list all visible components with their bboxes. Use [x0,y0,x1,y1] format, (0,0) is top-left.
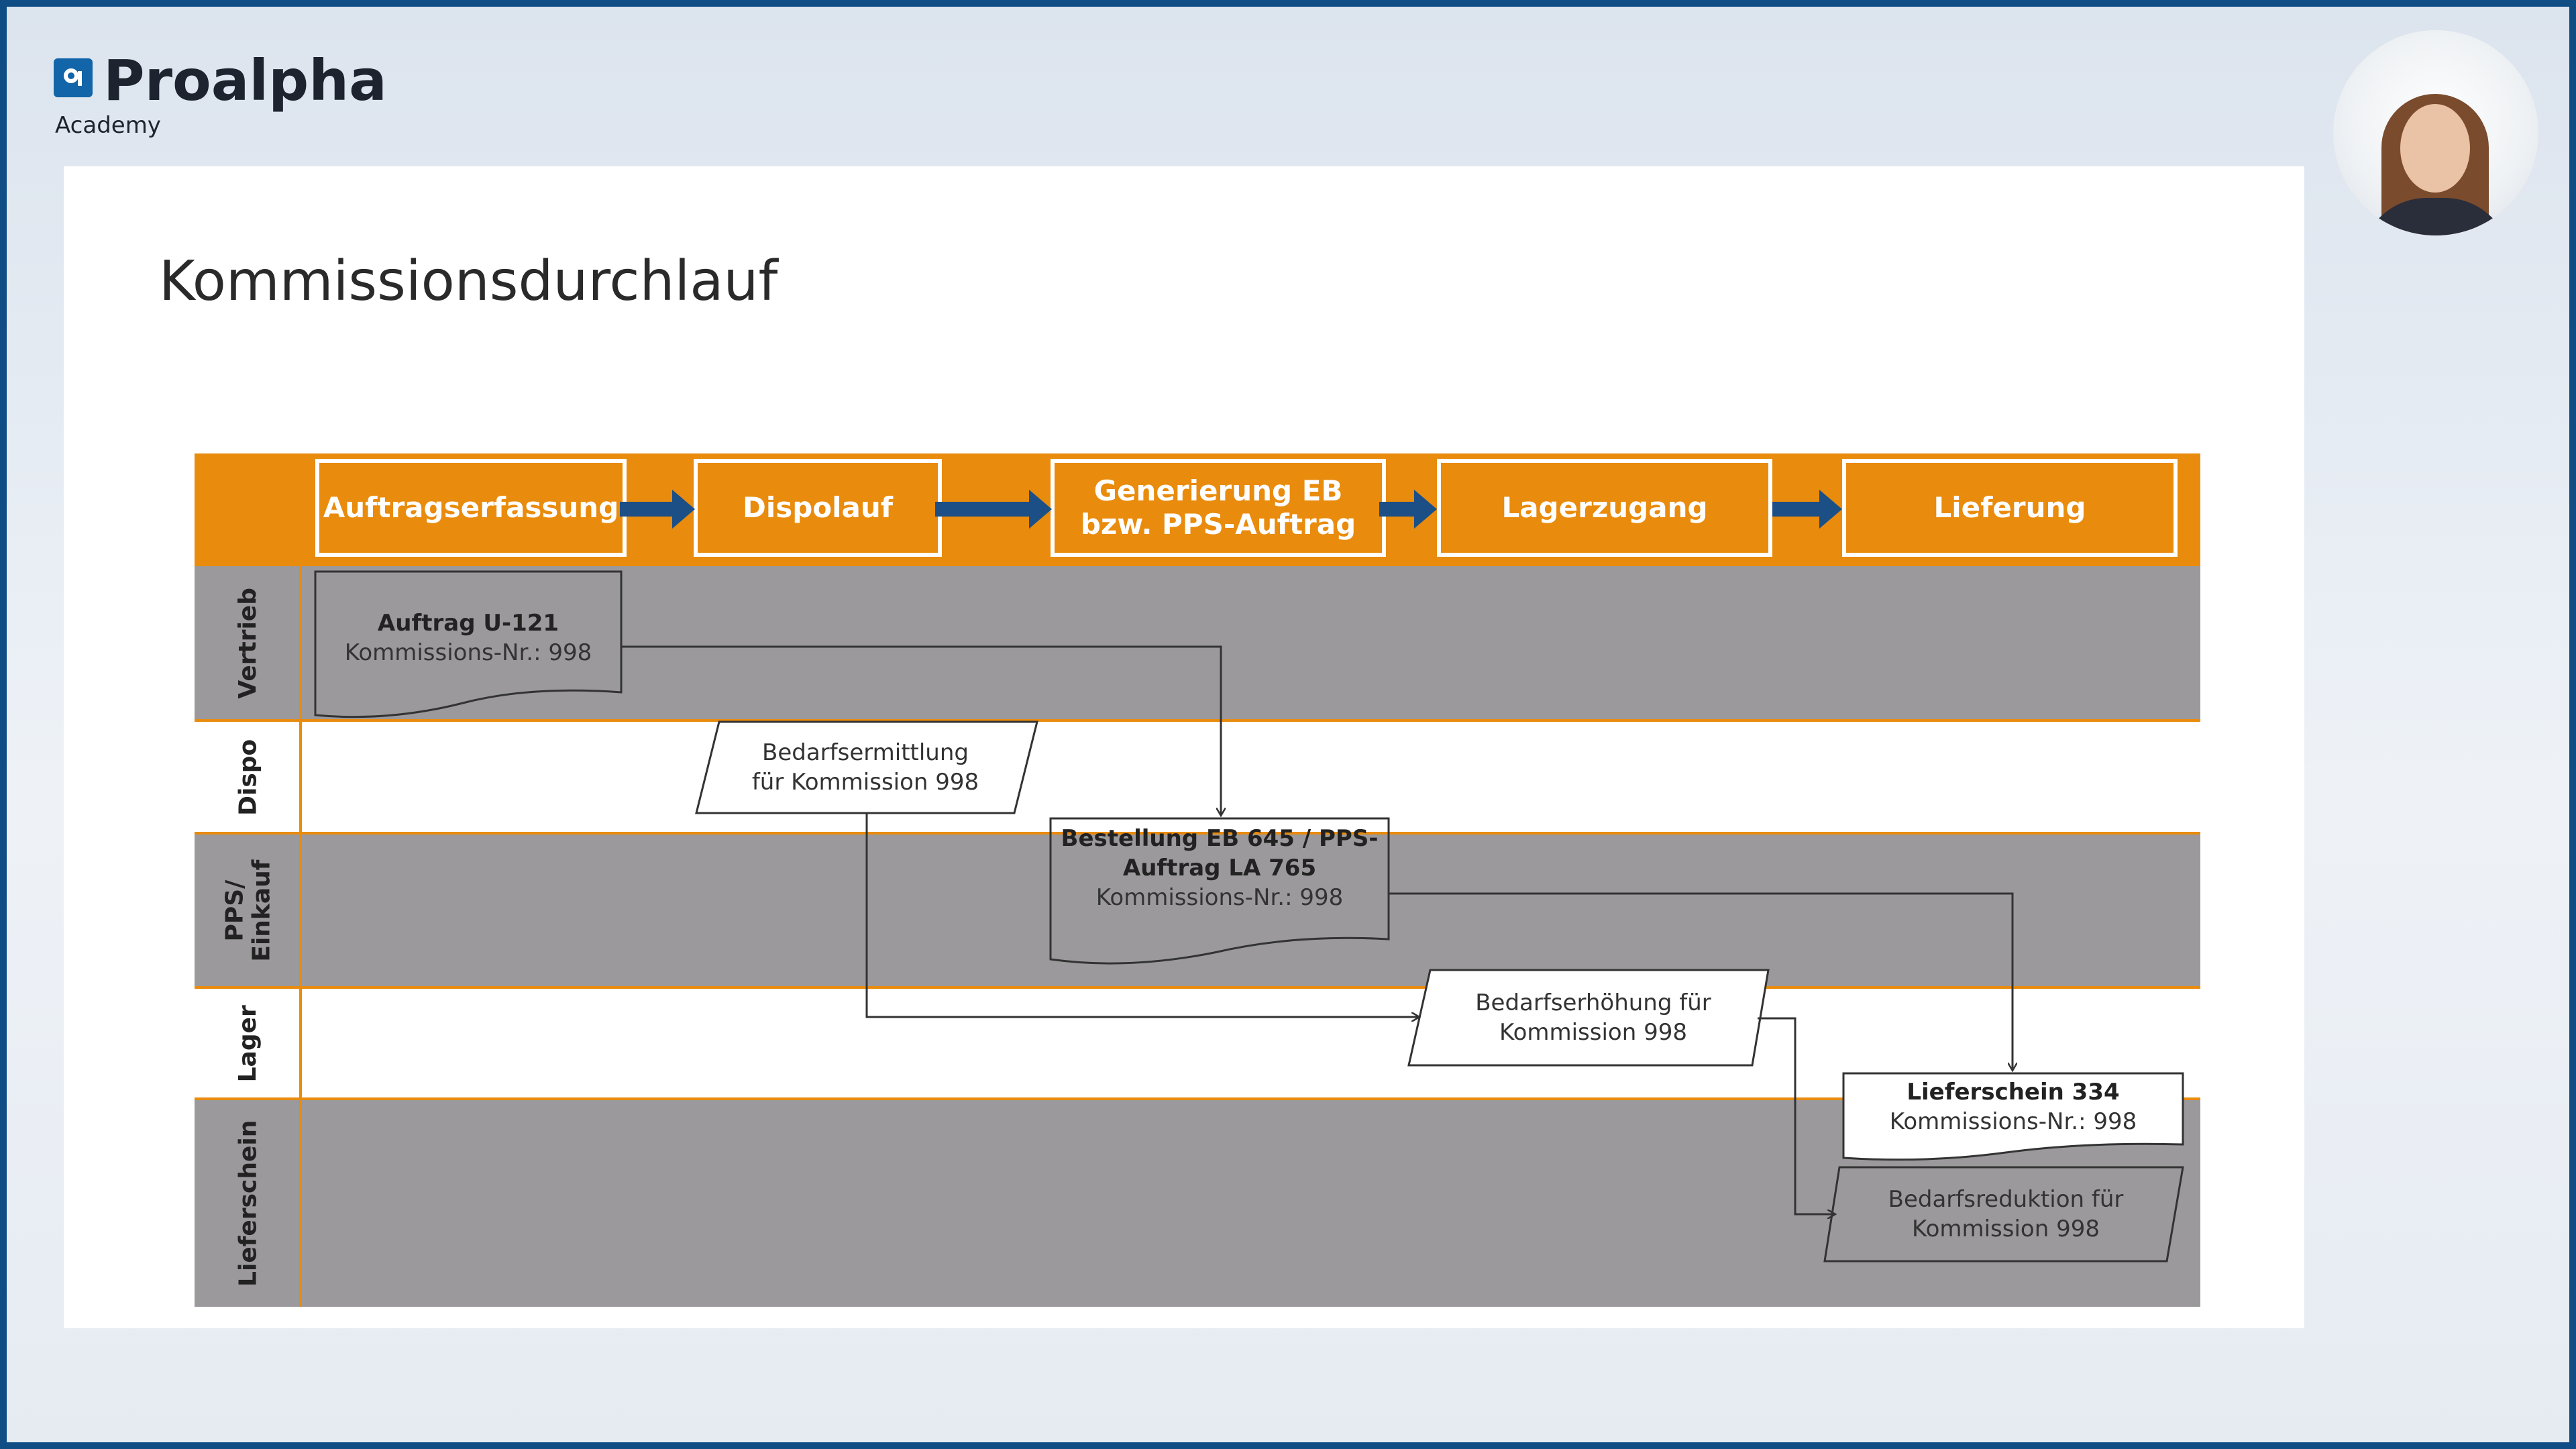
phase-arrow-icon [1379,490,1437,529]
phase-dispolauf: Dispolauf [694,459,942,557]
phase-lagerzugang: Lagerzugang [1437,459,1772,557]
lane-divider [195,1097,2200,1100]
data-shape-bedarfsermittlung [695,720,1038,814]
presenter-video [2333,30,2538,235]
node-bedarfsreduktion-text: Bedarfsreduktion für Kommission 998 [1888,1185,2124,1242]
lane-dispo [195,722,2200,833]
lane-divider [195,986,2200,989]
connector-bestellung-to-lieferschein [1389,892,2012,1071]
diagram-graphics [314,490,2184,1263]
node-bedarfsreduktion: Bedarfsreduktion für Kommission 998 [1831,1167,2180,1261]
node-bedarfserhoehung: Bedarfserhöhung für Kommission 998 [1422,970,1764,1065]
slide-title: Kommissionsdurchlauf [159,250,778,313]
document-shape-auftrag [314,570,623,718]
node-bestellung-sub: Kommissions-Nr.: 998 [1095,884,1344,912]
brand-subtitle: Academy [55,112,161,139]
connector-bedarfsermittlung-to-bedarfserhoehung [865,813,1419,1017]
node-lieferschein-sub: Kommissions-Nr.: 998 [1889,1108,2137,1135]
data-shape-bedarfserhoehung [1407,969,1770,1067]
node-bestellung-title: Bestellung EB 645 / PPS- Auftrag LA 765 [1061,825,1379,882]
node-lieferschein: Lieferschein 334 Kommissions-Nr.: 998 [1843,1073,2183,1140]
proalpha-logo-icon [54,58,93,97]
document-shape-lieferschein [1842,1072,2184,1161]
node-bedarfserhoehung-text: Bedarfserhöhung für Kommission 998 [1475,989,1711,1046]
node-auftrag-sub: Kommissions-Nr.: 998 [344,639,592,666]
node-auftrag-title: Auftrag U-121 [377,609,559,637]
phase-lieferung: Lieferung [1842,459,2178,557]
document-shape-bestellung [1049,817,1390,965]
node-bedarfsermittlung-text: Bedarfsermittlung für Kommission 998 [751,739,979,796]
brand-name: Proalpha [103,48,387,113]
lane-label-column [195,566,302,1307]
phase-arrow-icon [1772,490,1842,529]
connector-auftrag-to-bestellung [621,645,1221,816]
lane-pps-einkauf [195,835,2200,987]
node-bestellung: Bestellung EB 645 / PPS- Auftrag LA 765 … [1051,824,1389,938]
lane-vertrieb [195,566,2200,720]
phase-arrow-icon [620,490,695,529]
connector-bedarfserhoehung-to-bedarfsreduktion [1758,1017,1835,1214]
swimlane-diagram: Vertrieb Dispo PPS/ Einkauf Lager Liefer… [195,453,2200,1307]
node-bedarfsermittlung: Bedarfsermittlung für Kommission 998 [704,722,1026,813]
node-auftrag: Auftrag U-121 Kommissions-Nr.: 998 [315,588,621,688]
node-lieferschein-title: Lieferschein 334 [1907,1078,2120,1106]
lane-divider [195,719,2200,722]
phase-generierung: Generierung EB bzw. PPS-Auftrag [1051,459,1386,557]
phase-arrow-icon [935,490,1052,529]
lane-divider [195,832,2200,835]
phase-auftragserfassung: Auftragserfassung [315,459,627,557]
data-shape-bedarfsreduktion [1823,1166,2184,1263]
presenter-face [2400,104,2470,193]
